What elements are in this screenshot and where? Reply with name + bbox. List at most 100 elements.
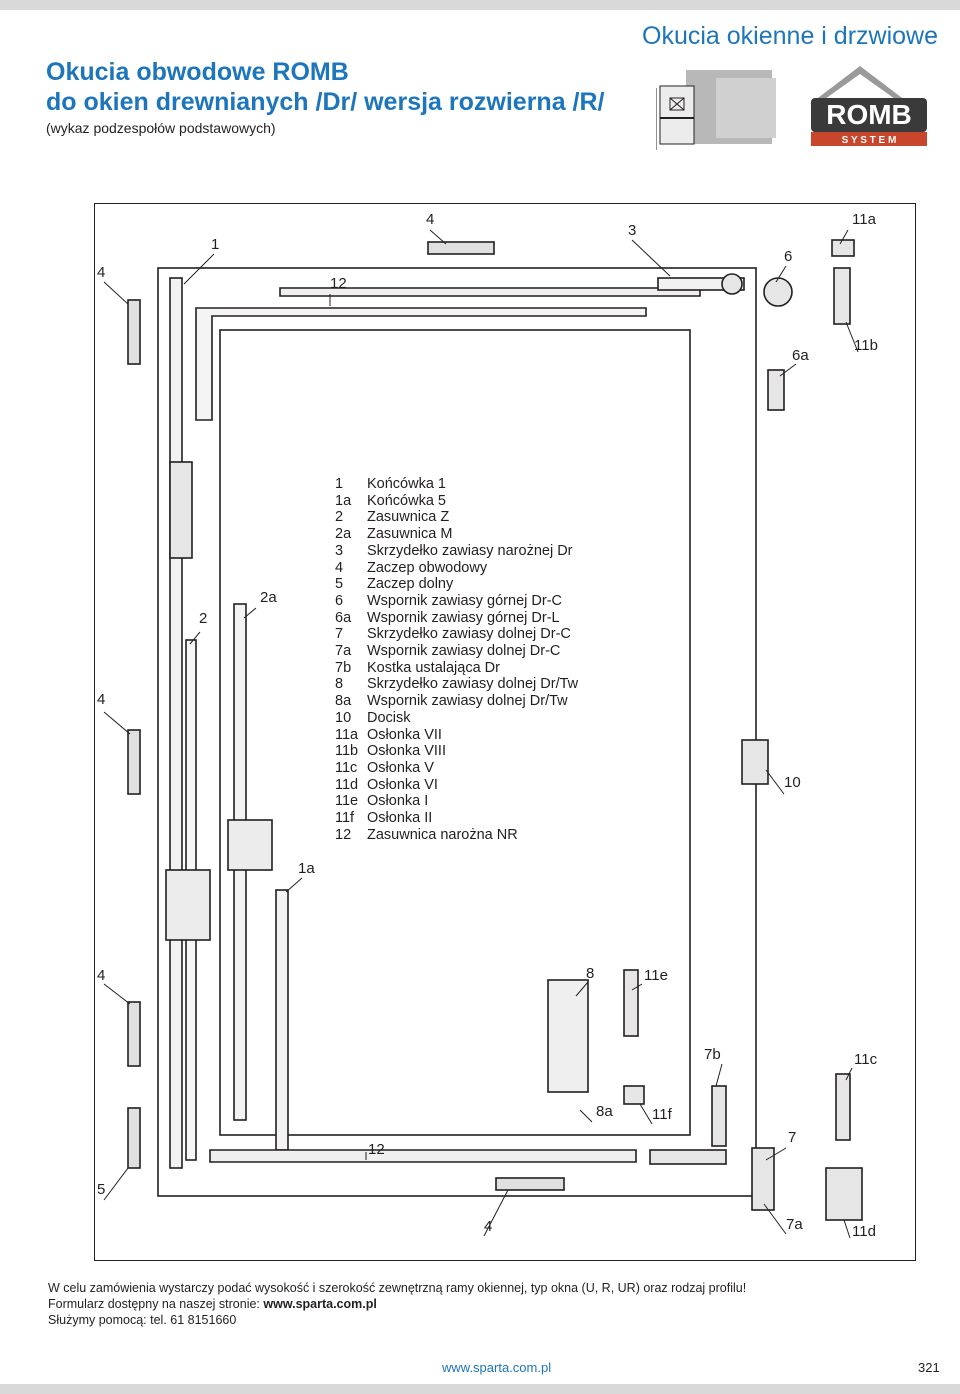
callout-4-top: 4 bbox=[426, 211, 435, 228]
legend-name: Zasuwnica narożna NR bbox=[367, 826, 518, 843]
legend-row: 11a Osłonka VII bbox=[335, 727, 578, 744]
legend-code: 11d bbox=[335, 776, 359, 793]
keeper-body-2a bbox=[227, 819, 273, 871]
keeper-4-top-left bbox=[127, 299, 141, 365]
locating-block-7b bbox=[711, 1085, 727, 1147]
legend-code: 8 bbox=[335, 676, 344, 693]
legend-row: 2 Zasuwnica Z bbox=[335, 509, 578, 526]
keeper-4-bottom bbox=[495, 1177, 565, 1191]
hinge-bracket-7a bbox=[751, 1147, 775, 1211]
callout-2: 2 bbox=[199, 610, 208, 627]
legend-name: Skrzydełko zawiasy dolnej Dr/Tw bbox=[367, 676, 579, 693]
callout-3: 3 bbox=[628, 222, 637, 239]
callout-12-bottom: 12 bbox=[368, 1141, 385, 1158]
legend-name: Zasuwnica Z bbox=[367, 509, 450, 526]
page-number: 321 bbox=[918, 1360, 940, 1375]
legend-code: 12 bbox=[335, 826, 352, 843]
legend-code: 11c bbox=[335, 759, 358, 776]
callout-4-low-left: 4 bbox=[97, 967, 106, 984]
corner-hinge-pivot bbox=[721, 273, 743, 295]
legend-code: 6a bbox=[335, 609, 352, 626]
legend-name: Osłonka VI bbox=[367, 776, 438, 793]
legend-code: 10 bbox=[335, 709, 352, 726]
callout-7a: 7a bbox=[786, 1216, 803, 1233]
legend-name: Osłonka VII bbox=[367, 726, 442, 743]
top-drive-strip bbox=[279, 287, 701, 297]
legend-name: Osłonka VIII bbox=[367, 743, 446, 760]
bottom-band bbox=[0, 1384, 960, 1394]
logo-wordmark: ROMB bbox=[826, 99, 912, 130]
keeper-5-bottom bbox=[127, 1107, 141, 1169]
page-title-line2: do okien drewnianych /Dr/ wersja rozwier… bbox=[46, 88, 605, 116]
legend-code: 5 bbox=[335, 576, 344, 593]
legend-code: 2a bbox=[335, 526, 352, 543]
hinge-leaf-8 bbox=[547, 979, 589, 1093]
legend-code: 6 bbox=[335, 592, 344, 609]
legend-name: Końcówka 5 bbox=[367, 492, 446, 509]
callout-6: 6 bbox=[784, 248, 793, 265]
legend-code: 1a bbox=[335, 492, 352, 509]
legend-name: Skrzydełko zawiasy narożnej Dr bbox=[367, 542, 573, 559]
form-link[interactable]: www.sparta.com.pl bbox=[263, 1297, 377, 1311]
fittings-diagram-frame bbox=[94, 203, 916, 1261]
legend-name: Zaczep obwodowy bbox=[367, 559, 488, 576]
callout-4-mid-left: 4 bbox=[97, 691, 106, 708]
site-url[interactable]: www.sparta.com.pl bbox=[442, 1360, 552, 1375]
cover-11e bbox=[623, 969, 639, 1037]
legend-row: 6a Wspornik zawiasy górnej Dr-L bbox=[335, 610, 578, 627]
legend-row: 10 Docisk bbox=[335, 710, 578, 727]
gear-box-1 bbox=[169, 461, 193, 559]
legend-name: Osłonka I bbox=[367, 793, 429, 810]
hinge-bracket-6 bbox=[763, 277, 793, 307]
callout-4-top-left: 4 bbox=[97, 264, 106, 281]
callout-6a: 6a bbox=[792, 347, 809, 364]
legend-name: Docisk bbox=[367, 709, 411, 726]
legend-row: 7 Skrzydełko zawiasy dolnej Dr-C bbox=[335, 626, 578, 643]
legend-name: Końcówka 1 bbox=[367, 476, 446, 492]
legend-name: Osłonka V bbox=[367, 759, 434, 776]
legend-row: 12 Zasuwnica narożna NR bbox=[335, 827, 578, 844]
phone-note: Służymy pomocą: tel. 61 8151660 bbox=[48, 1313, 237, 1327]
cover-11a bbox=[831, 239, 855, 257]
keeper-body-2 bbox=[165, 869, 211, 941]
callout-5: 5 bbox=[97, 1181, 106, 1198]
form-note: Formularz dostępny na naszej stronie: ww… bbox=[48, 1297, 377, 1311]
callout-4-bottom: 4 bbox=[484, 1218, 493, 1235]
corner-drive-top bbox=[195, 307, 647, 421]
profile-section-drawing bbox=[656, 70, 776, 150]
legend-row: 11e Osłonka I bbox=[335, 793, 578, 810]
legend-code: 11e bbox=[335, 793, 359, 810]
cover-11f bbox=[623, 1085, 645, 1105]
legend-code: 4 bbox=[335, 559, 344, 576]
legend-code: 7a bbox=[335, 643, 352, 660]
legend-name: Zaczep dolny bbox=[367, 576, 454, 593]
callout-11c: 11c bbox=[854, 1051, 878, 1068]
legend-name: Wspornik zawiasy górnej Dr-L bbox=[367, 609, 560, 626]
callout-8a: 8a bbox=[596, 1103, 613, 1120]
sash-frame-outer bbox=[157, 267, 757, 1197]
legend-code: 11a bbox=[335, 726, 359, 743]
callout-11a: 11a bbox=[852, 211, 876, 228]
end-piece-1a bbox=[275, 889, 289, 1151]
legend-name: Skrzydełko zawiasy dolnej Dr-C bbox=[367, 626, 571, 643]
callout-12-top: 12 bbox=[330, 275, 347, 292]
pressure-piece-10 bbox=[741, 739, 769, 785]
callout-11b: 11b bbox=[854, 337, 878, 354]
legend-code: 7 bbox=[335, 626, 344, 643]
callout-11f: 11f bbox=[652, 1106, 672, 1123]
legend-name: Zasuwnica M bbox=[367, 526, 453, 543]
legend-code: 7b bbox=[335, 659, 352, 676]
legend-row: 8 Skrzydełko zawiasy dolnej Dr/Tw bbox=[335, 676, 578, 693]
legend-name: Osłonka II bbox=[367, 810, 433, 827]
top-band bbox=[0, 0, 960, 10]
callout-7b: 7b bbox=[704, 1046, 721, 1063]
legend-code: 1 bbox=[335, 476, 344, 492]
legend-code: 2 bbox=[335, 509, 344, 526]
callout-1: 1 bbox=[211, 236, 220, 253]
